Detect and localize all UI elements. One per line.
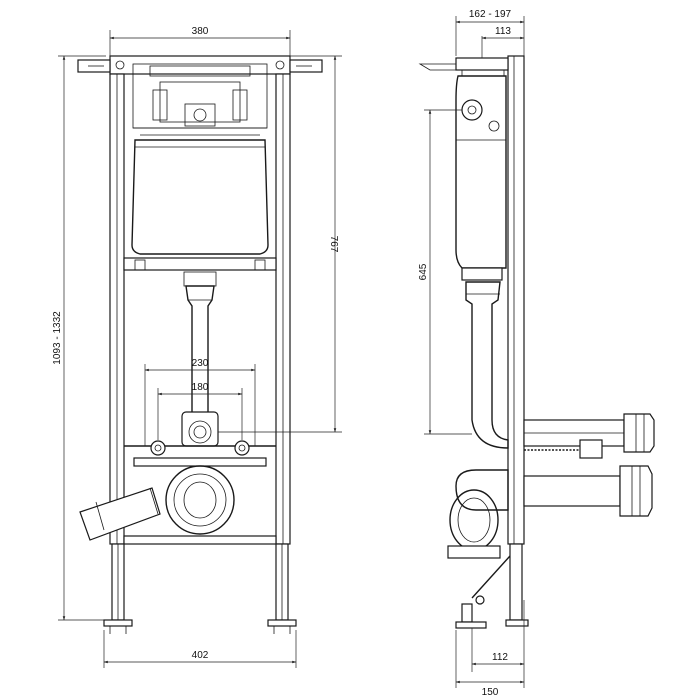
dim-side-depth-113: 113 [495, 26, 511, 37]
dim-front-spacing-230: 230 [192, 358, 209, 369]
dim-front-width-top: 380 [192, 26, 209, 37]
front-legs [103, 543, 297, 634]
front-cistern [123, 139, 277, 287]
side-view: 162 - 197 113 645 112 150 [418, 9, 655, 698]
side-cistern [455, 75, 507, 281]
dim-front-spacing-180: 180 [192, 382, 209, 393]
dim-side-height-645: 645 [418, 263, 429, 280]
dim-front-height-range: 1093 - 1332 [52, 311, 63, 365]
side-drain-elbow [447, 469, 509, 559]
dim-front-width-bottom: 402 [192, 650, 209, 661]
side-flush-pipe [465, 281, 509, 449]
front-view: 380 1093 - 1332 767 230 180 402 [52, 26, 342, 668]
front-flush-pipe [181, 285, 219, 447]
front-top-bar [77, 55, 323, 75]
dim-side-depth-112: 112 [492, 652, 508, 663]
side-foot [455, 555, 511, 629]
side-dimensions [424, 16, 525, 688]
front-frame-posts [109, 73, 291, 545]
front-dimensions [58, 30, 342, 668]
side-connectors [523, 413, 655, 517]
dim-side-depth-150: 150 [482, 687, 499, 698]
side-top-bracket [418, 57, 509, 77]
front-drain-outlet [79, 457, 277, 545]
front-flush-mechanism [132, 63, 268, 136]
dim-front-height-767: 767 [328, 236, 339, 253]
dim-side-depth-range: 162 - 197 [469, 9, 512, 20]
side-frame-post [505, 55, 529, 627]
front-mounting-bolts [124, 440, 276, 456]
